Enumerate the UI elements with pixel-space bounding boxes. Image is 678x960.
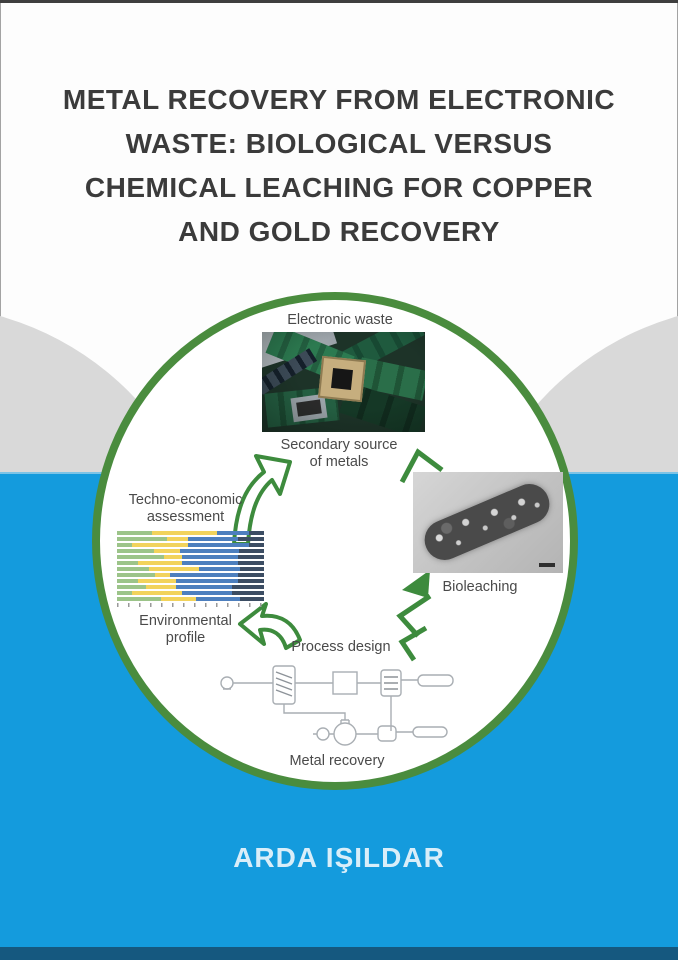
env-bar-segment	[117, 597, 162, 601]
secondary-source-line2: of metals	[309, 454, 369, 470]
env-bar-segment	[237, 579, 264, 583]
author-name: ARDA IŞILDAR	[233, 842, 445, 873]
env-bar-segment	[237, 555, 264, 559]
micrograph-scale-bar	[539, 563, 555, 567]
env-bar-row	[117, 579, 264, 583]
env-bar-segment	[131, 591, 182, 595]
env-bar-row	[117, 561, 264, 565]
env-bar-segment	[152, 531, 217, 535]
env-bar-segment	[181, 591, 232, 595]
env-bar-segment	[199, 567, 241, 571]
secondary-source-label: Secondary source of metals	[239, 437, 439, 471]
env-bar-segment	[117, 579, 138, 583]
env-bar-segment	[117, 531, 153, 535]
env-bar-segment	[239, 549, 264, 553]
env-bar-segment	[161, 597, 197, 601]
env-bar-segment	[240, 597, 264, 601]
electronic-waste-label: Electronic waste	[287, 312, 393, 328]
techno-economic-label: Techno-economic assessment	[108, 492, 263, 526]
env-bar-segment	[149, 567, 200, 571]
book-title: METAL RECOVERY FROM ELECTRONIC WASTE: BI…	[30, 78, 648, 254]
bacterium-rod	[418, 477, 556, 567]
env-bar-segment	[181, 561, 238, 565]
environmental-profile-label: Environmental profile	[108, 613, 263, 647]
env-bar-segment	[237, 537, 264, 541]
title-line-4: AND GOLD RECOVERY	[178, 216, 500, 247]
env-bar-segment	[131, 543, 188, 547]
env-bar-segment	[146, 585, 176, 589]
process-flow-diagram	[220, 665, 454, 746]
env-bar-segment	[240, 567, 264, 571]
env-bar-segment	[216, 531, 250, 535]
ewaste-shading	[262, 332, 425, 432]
env-bar-segment	[231, 585, 264, 589]
env-bar-segment	[117, 537, 167, 541]
env-bar-segment	[169, 573, 238, 577]
env-bar-row	[117, 567, 264, 571]
env-bar-segment	[237, 573, 264, 577]
metal-recovery-label: Metal recovery	[289, 753, 385, 769]
env-bar-segment	[175, 585, 232, 589]
env-bar-segment	[137, 579, 176, 583]
environmental-line2: profile	[165, 630, 206, 646]
dark-blue-bottom-strip	[0, 947, 678, 960]
env-bar-segment	[249, 531, 264, 535]
electronic-waste-image	[262, 332, 425, 432]
env-bar-segment	[117, 573, 156, 577]
env-bar-segment	[164, 555, 182, 559]
env-bar-segment	[117, 567, 150, 571]
env-bar-row	[117, 555, 264, 559]
techno-economic-line1: Techno-economic	[128, 492, 243, 508]
cycle-arrow-down-left-icon	[396, 570, 432, 662]
title-line-1: METAL RECOVERY FROM ELECTRONIC	[62, 84, 616, 115]
env-bar-segment	[187, 543, 250, 547]
env-bar-segment	[117, 549, 154, 553]
env-bar-segment	[166, 537, 188, 541]
top-border-bar	[0, 0, 678, 3]
env-bar-row	[117, 591, 264, 595]
bioleaching-label: Bioleaching	[442, 579, 518, 595]
env-bar-segment	[117, 591, 132, 595]
env-bar-segment	[237, 561, 264, 565]
env-bar-segment	[153, 549, 181, 553]
env-bar-row	[117, 573, 264, 577]
env-bar-segment	[231, 591, 264, 595]
env-bar-row	[117, 585, 264, 589]
env-bar-segment	[117, 543, 132, 547]
env-bar-segment	[117, 555, 165, 559]
env-bar-segment	[196, 597, 241, 601]
environmental-profile-bars	[117, 531, 264, 601]
env-bar-row	[117, 549, 264, 553]
bioleaching-image	[413, 472, 563, 573]
env-bar-segment	[249, 543, 264, 547]
environmental-line1: Environmental	[139, 613, 232, 629]
process-design-label: Process design	[291, 639, 391, 655]
cycle-arrow-up-right-icon	[232, 454, 292, 546]
env-bar-segment	[155, 573, 170, 577]
cycle-arrow-down-right-icon	[399, 448, 444, 484]
techno-economic-line2: assessment	[146, 509, 225, 525]
env-bar-row	[117, 531, 264, 535]
env-bar-segment	[137, 561, 182, 565]
title-line-2: WASTE: BIOLOGICAL VERSUS	[125, 128, 553, 159]
env-bar-row	[117, 537, 264, 541]
env-bar-row	[117, 597, 264, 601]
env-bar-segment	[175, 579, 238, 583]
env-bar-segment	[187, 537, 238, 541]
env-bar-segment	[181, 555, 238, 559]
env-bar-segment	[117, 585, 147, 589]
env-bar-segment	[180, 549, 239, 553]
cycle-arrow-up-left-icon	[238, 602, 302, 650]
title-line-3: CHEMICAL LEACHING FOR COPPER	[84, 172, 594, 203]
env-bar-segment	[117, 561, 138, 565]
chart-axis-ticks	[117, 603, 264, 607]
secondary-source-line1: Secondary source	[280, 437, 398, 453]
env-bar-row	[117, 543, 264, 547]
environmental-profile-chart	[117, 531, 264, 607]
